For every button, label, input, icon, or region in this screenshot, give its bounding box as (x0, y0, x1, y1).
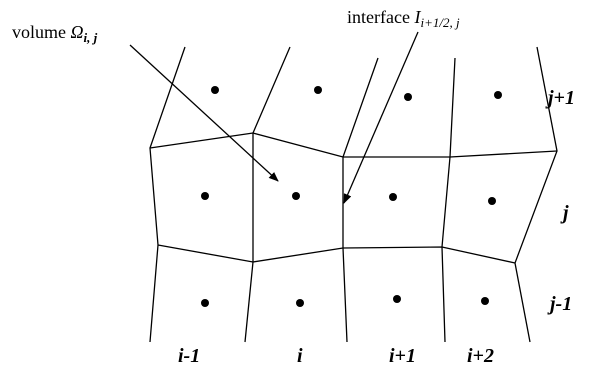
column-index-label: i (297, 345, 303, 367)
cell-center (494, 91, 502, 99)
grid-line-col-1 (244, 46, 291, 343)
interface-arrow (343, 31, 419, 204)
cell-center (389, 193, 397, 201)
cell-center (296, 299, 304, 307)
cell-center (292, 192, 300, 200)
row-index-label: j+1 (545, 87, 575, 109)
column-index-label: i-1 (178, 345, 200, 367)
cell-center (201, 192, 209, 200)
row-index-label: j (560, 202, 569, 224)
cell-center (404, 93, 412, 101)
column-index-label: i+1 (389, 345, 416, 367)
cell-center (393, 295, 401, 303)
volume-arrow (129, 44, 279, 182)
cell-center (488, 197, 496, 205)
interface-label: interface Ii+1/2, j (347, 7, 460, 30)
grid-line-col-4 (514, 46, 558, 343)
cell-center (211, 86, 219, 94)
mesh-edges (149, 46, 558, 343)
cell-center (314, 86, 322, 94)
column-index-label: i+2 (467, 345, 494, 367)
cell-center (481, 297, 489, 305)
cell-center (201, 299, 209, 307)
grid-line-col-0 (149, 46, 186, 343)
grid-line-col-2 (342, 57, 379, 343)
grid-line-top (149, 132, 558, 158)
cell-centers (201, 86, 502, 307)
grid-line-middle (157, 244, 516, 264)
row-index-label: j-1 (547, 293, 572, 315)
grid-line-col-3 (441, 57, 456, 343)
volume-label: volume Ωi, j (12, 22, 98, 45)
